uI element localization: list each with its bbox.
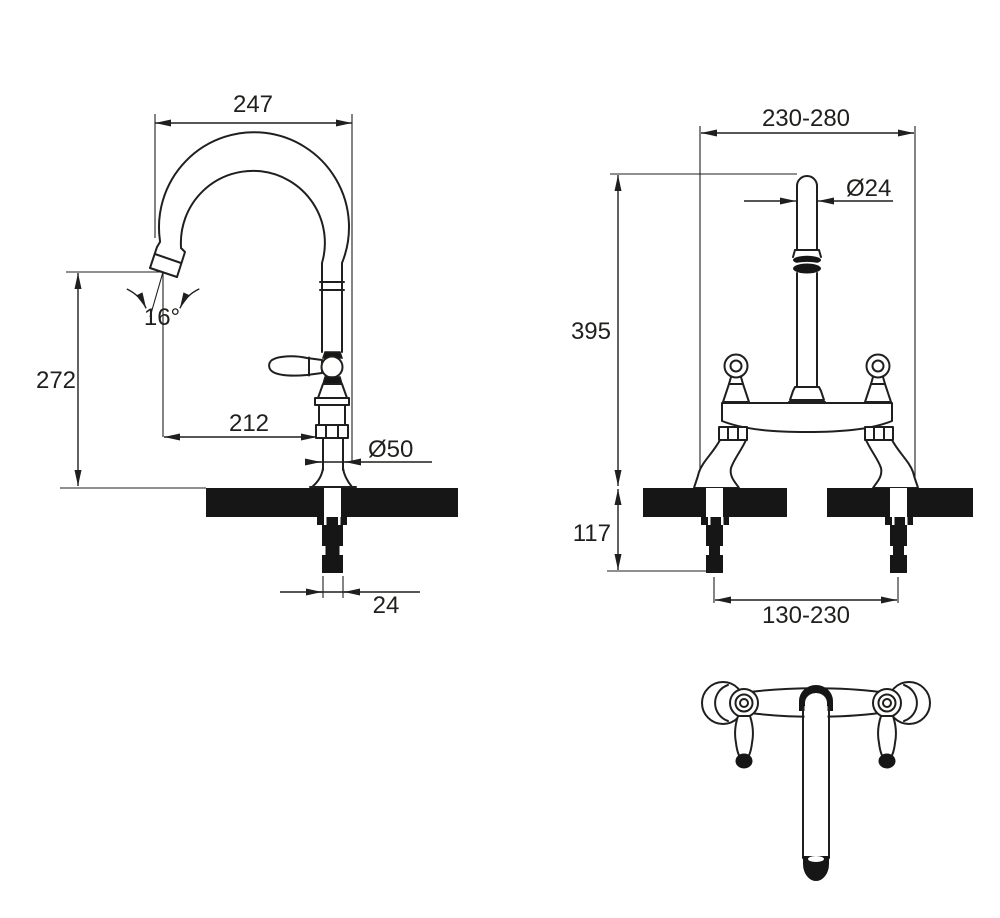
side-worktop bbox=[206, 488, 458, 517]
dim-label-depth-below-deck: 117 bbox=[573, 520, 611, 547]
side-spout bbox=[149, 131, 350, 353]
side-shank bbox=[317, 517, 347, 573]
side-escutcheon bbox=[309, 467, 357, 488]
front-spout-flange bbox=[789, 386, 825, 401]
dim-spout-angle: 16° bbox=[126, 271, 200, 437]
front-legs bbox=[693, 439, 919, 489]
dim-label-height-above-deck: 395 bbox=[571, 318, 611, 345]
front-width-extension-lines bbox=[699, 126, 916, 487]
dim-depth-below-deck: 117 bbox=[573, 489, 718, 572]
dim-shank-width: 24 bbox=[280, 576, 420, 619]
side-view: 247 272 16° 212 Ø50 bbox=[36, 91, 458, 619]
dim-label-reach-to-body: 212 bbox=[229, 410, 269, 437]
side-handle-ball bbox=[320, 355, 344, 379]
dim-label-base-diameter: Ø50 bbox=[368, 436, 413, 463]
dim-hole-centres: 130-230 bbox=[713, 577, 899, 629]
dim-label-spout-height: 272 bbox=[36, 367, 76, 394]
front-shanks bbox=[701, 517, 913, 573]
dim-reach-to-body: 212 bbox=[164, 410, 317, 441]
dim-height-above-deck: 395 bbox=[571, 173, 797, 486]
front-handle-left bbox=[722, 353, 750, 403]
side-body bbox=[268, 351, 357, 488]
plan-handle-left bbox=[701, 681, 759, 769]
plan-spout bbox=[799, 685, 833, 881]
side-lever bbox=[268, 355, 323, 377]
front-coupling-nuts bbox=[718, 426, 894, 441]
dim-label-hole-centres: 130-230 bbox=[762, 602, 850, 629]
dim-spout-reach: 247 bbox=[154, 91, 353, 463]
plan-handle-right bbox=[872, 681, 931, 769]
plan-view bbox=[701, 681, 931, 881]
dim-spout-diameter: Ø24 bbox=[744, 175, 893, 205]
dim-spout-height: 272 bbox=[36, 271, 206, 489]
front-view: 230-280 Ø24 395 117 1 bbox=[571, 105, 973, 629]
dim-label-spout-diameter: Ø24 bbox=[846, 175, 891, 202]
dim-label-spout-angle: 16° bbox=[144, 304, 180, 331]
dim-label-spout-reach: 247 bbox=[233, 91, 273, 118]
dim-label-overall-width: 230-280 bbox=[762, 105, 850, 132]
dim-overall-width: 230-280 bbox=[701, 105, 914, 137]
front-spout-column bbox=[788, 175, 826, 403]
dim-label-shank-width: 24 bbox=[373, 592, 400, 619]
front-handle-right bbox=[864, 353, 892, 403]
front-worktop bbox=[643, 488, 973, 517]
dim-base-diameter: Ø50 bbox=[305, 436, 432, 466]
